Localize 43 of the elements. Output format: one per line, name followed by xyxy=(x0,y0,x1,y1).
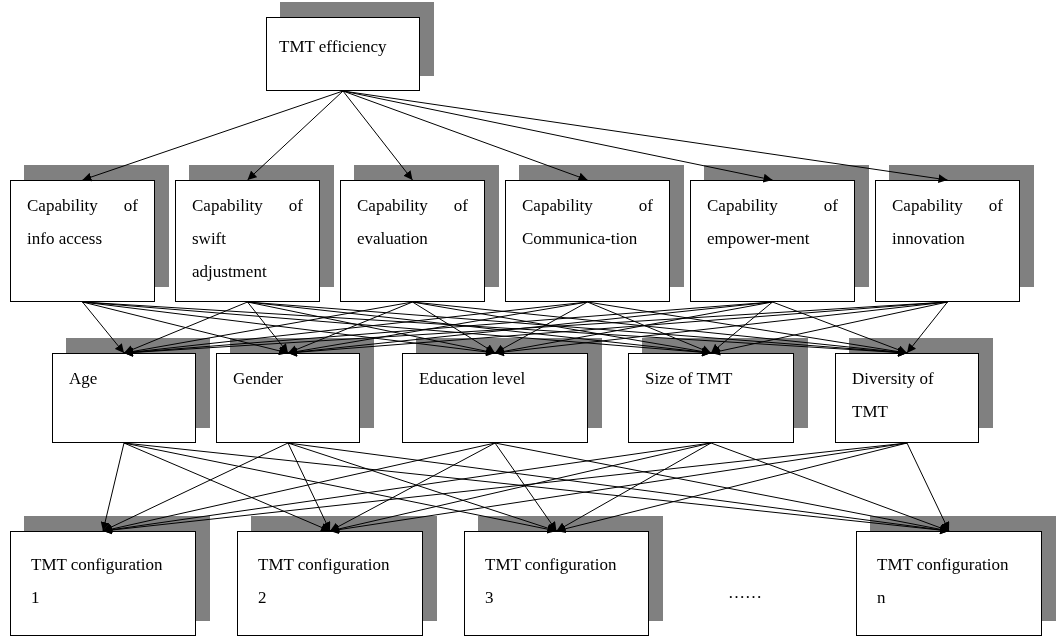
arrow xyxy=(494,301,588,354)
arrow xyxy=(82,90,344,182)
box-label: TMT configuration 1 xyxy=(31,554,164,609)
arrow xyxy=(247,90,344,181)
arrow xyxy=(710,301,948,356)
box-label: Gender xyxy=(233,368,285,390)
arrow xyxy=(906,301,948,354)
arrow xyxy=(412,301,496,354)
arrow xyxy=(494,442,557,532)
box-label: Capability of innovation xyxy=(892,195,1003,250)
arrow xyxy=(287,301,413,354)
box-label: Capability of empower-ment xyxy=(707,195,838,250)
arrow xyxy=(587,301,712,354)
arrow xyxy=(82,301,289,356)
box-label: Capability of info access xyxy=(27,195,138,250)
box-label: Capability of swift adjustment xyxy=(192,195,303,283)
box-label: TMT configuration 2 xyxy=(258,554,391,609)
box-label: TMT efficiency xyxy=(279,36,388,58)
box-label: Age xyxy=(69,368,99,390)
box-label: Capability of Communica-tion xyxy=(522,195,653,250)
box-label: Diversity of TMT xyxy=(852,368,935,423)
arrow xyxy=(329,442,496,532)
arrow xyxy=(342,90,413,181)
arrow xyxy=(82,301,125,354)
box-label: Education level xyxy=(419,368,527,390)
arrow xyxy=(287,442,331,532)
arrow xyxy=(412,301,908,357)
arrow xyxy=(123,301,248,354)
arrow xyxy=(772,301,908,354)
box-label: Size of TMT xyxy=(645,368,734,390)
arrow xyxy=(556,442,712,532)
arrow xyxy=(123,442,331,532)
arrow xyxy=(102,442,289,532)
ellipsis-label: …… xyxy=(728,582,762,604)
arrow xyxy=(710,301,773,354)
box-label: TMT configuration 3 xyxy=(485,554,618,609)
box-label: Capability of evaluation xyxy=(357,195,468,250)
arrow xyxy=(710,442,950,533)
arrow xyxy=(556,442,908,534)
box-label: TMT configuration n xyxy=(877,554,1010,609)
arrow xyxy=(100,442,125,532)
arrow xyxy=(247,301,289,354)
arrow xyxy=(906,442,950,532)
